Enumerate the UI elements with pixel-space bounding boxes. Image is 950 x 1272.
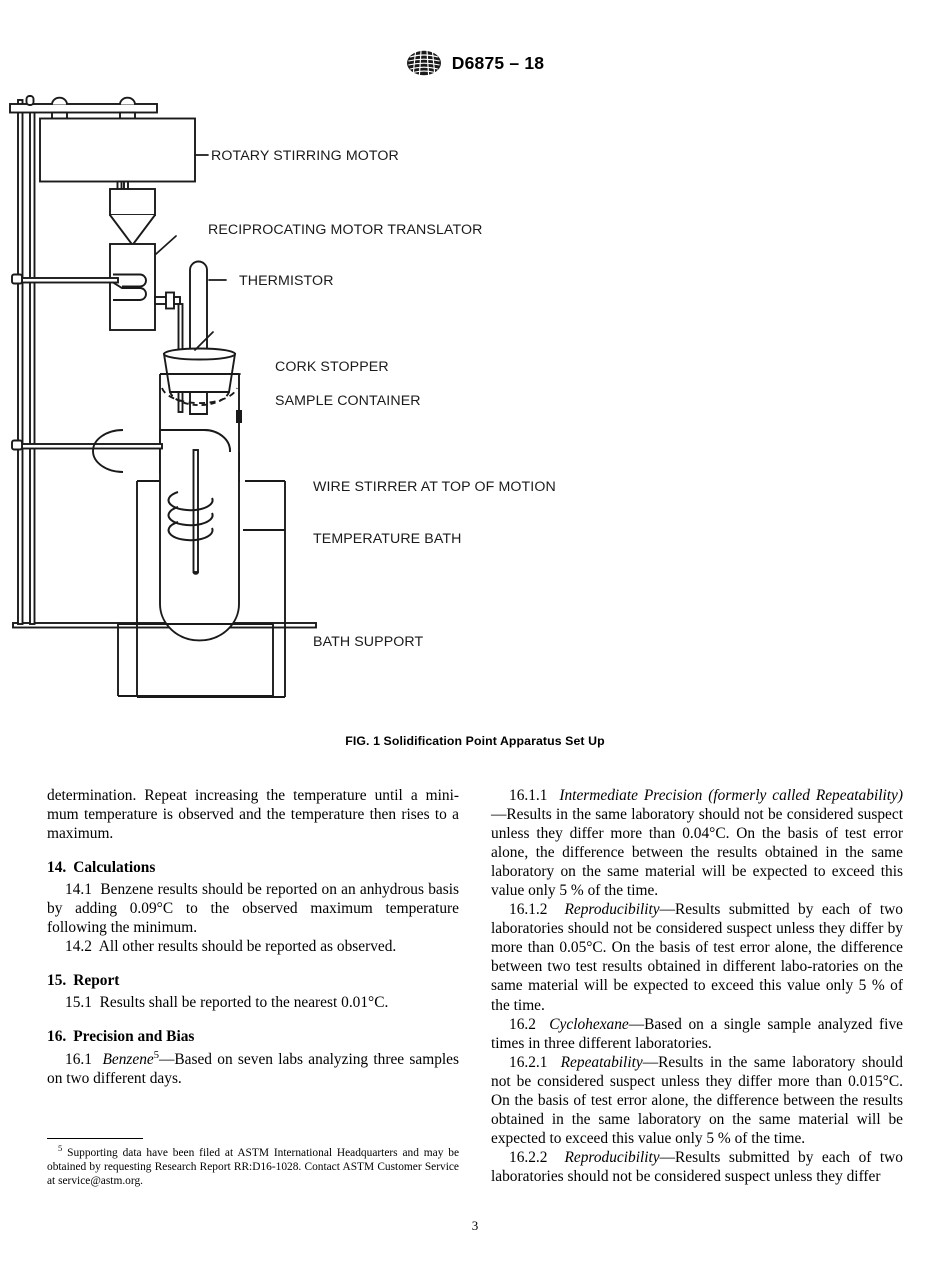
label-rotary-stirring-motor: ROTARY STIRRING MOTOR [211,148,399,164]
label-sample-container: SAMPLE CONTAINER [275,393,421,409]
page-number: 3 [471,1218,479,1233]
translator-setscrew-shaft [154,296,167,305]
cork-stopper-top-ellipse [163,347,236,361]
paragraph-16-2: 16.2 Cyclohexane—Based on a single sampl… [491,1015,903,1053]
paragraph-14-1: 14.1 Benzene results should be reported … [47,880,459,937]
paragraph-16-1-number: 16.1 [65,1050,92,1068]
rotary-stirring-motor-body [39,117,196,183]
stand-rod-outer [17,99,24,625]
bolt-head-right [119,96,136,105]
left-column: determination. Repeat increasing the tem… [47,786,459,1088]
fork-prong-upper [113,273,147,288]
sample-container-lower-body [159,452,240,642]
paragraph-15-1-number: 15.1 [65,994,92,1012]
figure-caption: FIG. 1 Solidification Point Apparatus Se… [345,734,605,748]
clamp-arm-rod [21,277,119,284]
paragraph-16-2-1: 16.2.1 Repeatability—Results in the same… [491,1053,903,1148]
paragraph-16-2-2-number: 16.2.2 [509,1148,548,1166]
label-wire-stirrer: WIRE STIRRER AT TOP OF MOTION [313,479,556,495]
paragraph-14-1-number: 14.1 [65,881,92,899]
coupling-cylinder [109,188,156,216]
paragraph-16-1-2-term: Reproducibility [564,901,660,919]
leader-cork-pointer [194,331,214,351]
body-text: determination. Repeat increasing the tem… [47,786,903,1206]
fork-prong-lower [112,281,147,301]
apparatus-diagram: ROTARY STIRRING MOTOR RECIPROCATING MOTO… [0,92,950,742]
right-column: 16.1.1 Intermediate Precision (formerly … [491,786,903,1186]
label-bath-support: BATH SUPPORT [313,634,423,650]
paragraph-14-2-text: All other results should be reported as … [98,938,397,956]
paragraph-16-2-1-text: —Results in the same laboratory should n… [491,1053,903,1147]
paragraph-16-2-2-text: —Results submitted by each of two labora… [491,1148,903,1185]
section-heading-15: 15. Report [47,971,459,990]
paragraph-16-1-2-number: 16.1.2 [509,901,548,919]
footnote-block: 5 Supporting data have been filed at AST… [47,1138,459,1189]
wire-stirrer-shaft-tip [192,571,199,575]
footnote-marker: 5 [58,1143,63,1154]
footnote-divider [47,1138,143,1139]
paragraph-16-1-1: 16.1.1 Intermediate Precision (formerly … [491,786,903,900]
footnote-text: 5 Supporting data have been filed at AST… [47,1143,459,1189]
section-heading-16: 16. Precision and Bias [47,1027,459,1046]
translator-setscrew-head [165,291,175,310]
clamp-arm-boss [11,273,23,285]
paragraph-16-1-text: —Based on seven labs analyzing three sam… [47,1050,459,1087]
label-cork-stopper: CORK STOPPER [275,359,389,375]
paragraph-14-1-text: Benzene results should be reported on an… [47,881,459,937]
figure-1: ROTARY STIRRING MOTOR RECIPROCATING MOTO… [0,92,950,748]
paragraph-16-1-1-term: Intermediate Precision (formerly called … [559,787,904,804]
section-15-title: Report [73,972,120,990]
section-16-number: 16. [47,1028,67,1046]
paragraph-16-2-1-number: 16.2.1 [509,1053,548,1071]
paragraph-16-1-2: 16.1.2 Reproducibility—Results submitted… [491,900,903,1014]
paragraph-14-2-number: 14.2 [65,938,92,956]
footnote-reference-5[interactable]: 5 [153,1049,159,1061]
paragraph-continued: determination. Repeat increasing the tem… [47,787,459,843]
paragraph-16-2-2-term: Reproducibility [564,1148,660,1166]
paragraph-16-1-1-text: —Results in the same laboratory should n… [491,806,903,900]
paragraph-16-2-term: Cyclohexane [549,1015,629,1033]
paragraph-16-1-term: Benzene [102,1050,154,1068]
paragraph-16-2-text: —Based on a single sample analyzed five … [491,1015,903,1052]
section-15-number: 15. [47,972,67,990]
paragraph-14-2: 14.2 All other results should be reporte… [47,937,459,956]
paragraph-16-1-1-number: 16.1.1 [509,787,548,804]
translator-setscrew-tip [173,296,181,305]
container-clamp-boss [11,439,23,451]
apparatus-diagram-svg: ROTARY STIRRING MOTOR RECIPROCATING MOTO… [9,95,556,698]
paragraph-16-2-2: 16.2.2 Reproducibility—Results submitted… [491,1148,903,1186]
motor-mount-bar [9,103,158,114]
section-heading-14: 14. Calculations [47,858,459,877]
footnote-body: Supporting data have been filed at ASTM … [47,1147,459,1188]
label-thermistor: THERMISTOR [239,273,334,289]
paragraph-16-2-1-term: Repeatability [560,1053,643,1071]
document-designation: D6875 – 18 [451,52,545,73]
container-clamp-arm [21,443,163,450]
sample-liquid-level [161,387,238,404]
coupling-cone [109,214,156,247]
mount-bar-nub [25,95,35,106]
paragraph-16-1-2-text: —Results submitted by each of two labora… [491,901,903,1014]
paragraph-16-2-number: 16.2 [509,1015,536,1033]
label-reciprocating-motor-translator: RECIPROCATING MOTOR TRANSLATOR [208,222,482,238]
page-header: D6875 – 18 [0,50,950,76]
section-14-title: Calculations [73,859,156,877]
paragraph-15-1: 15.1 Results shall be reported to the ne… [47,993,459,1012]
stand-base [12,622,317,629]
astm-logo-icon [406,50,441,76]
clamp-inner-curve [92,429,124,473]
paragraph-15-1-text: Results shall be reported to the nearest… [99,994,389,1012]
label-temperature-bath: TEMPERATURE BATH [313,531,461,547]
section-16-title: Precision and Bias [73,1028,195,1046]
paragraph-16-1: 16.1 Benzene5—Based on seven labs analyz… [47,1050,459,1088]
bolt-head-left [51,96,68,105]
leader-translator [155,235,177,255]
wire-stirrer-coil [167,491,214,542]
stand-rod-inner [29,105,36,625]
container-index-mark [236,410,242,423]
section-14-number: 14. [47,859,67,877]
